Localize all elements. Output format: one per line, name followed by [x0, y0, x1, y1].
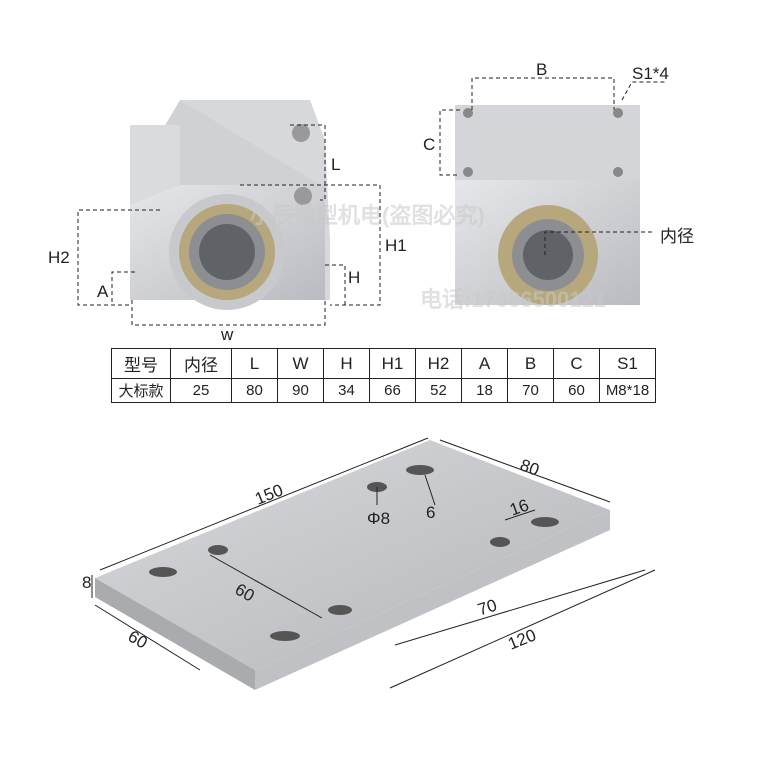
watermark-phone: 电话:17666500121: [420, 287, 606, 312]
header-cell: 型号: [111, 348, 171, 379]
bearing-block-right: [455, 105, 640, 305]
header-cell: W: [277, 348, 324, 379]
cell: 80: [231, 378, 278, 403]
dim-slot-width: 6: [426, 503, 436, 522]
cell: 52: [415, 378, 462, 403]
dim-C: C: [423, 135, 436, 154]
dim-plate-thickness: 8: [82, 573, 92, 592]
dim-H: H: [348, 268, 361, 287]
spec-table: 型号 内径 L W H H1 H2 A B C S1 大标款 25 80 90 …: [111, 348, 656, 403]
cell: M8*18: [599, 378, 656, 403]
cell: 18: [461, 378, 508, 403]
dim-H2: H2: [48, 248, 70, 267]
header-cell: 内径: [170, 348, 232, 379]
dim-S1: S1*4: [632, 64, 669, 83]
header-cell: L: [231, 348, 278, 379]
header-cell: H1: [369, 348, 416, 379]
cell: 90: [277, 378, 324, 403]
bearing-block-left: [130, 100, 330, 310]
plate-dimension-lines: [91, 437, 656, 689]
header-cell: A: [461, 348, 508, 379]
cell: 34: [323, 378, 370, 403]
base-plate: [95, 440, 610, 690]
dim-bore: 内径: [660, 227, 694, 246]
dim-B: B: [536, 60, 548, 79]
header-cell: C: [553, 348, 600, 379]
dim-H1: H1: [385, 236, 407, 255]
dimension-lines-right: [439, 77, 665, 255]
watermark-name: 小辰微型机电(盗图必究): [250, 203, 485, 228]
dim-A: A: [97, 282, 109, 301]
cell: 70: [507, 378, 554, 403]
dimension-lines-left: [77, 124, 381, 326]
header-cell: H2: [415, 348, 462, 379]
header-cell: S1: [599, 348, 656, 379]
table-row: 大标款 25 80 90 34 66 52 18 70 60 M8*18: [111, 378, 656, 403]
dim-W: w: [221, 325, 234, 344]
cell: 大标款: [111, 378, 171, 403]
cell: 66: [369, 378, 416, 403]
table-header-row: 型号 内径 L W H H1 H2 A B C S1: [111, 348, 656, 379]
cell: 25: [170, 378, 232, 403]
header-cell: B: [507, 348, 554, 379]
cell: 60: [553, 378, 600, 403]
dim-L: L: [331, 155, 341, 174]
dim-hole-dia: Φ8: [367, 509, 391, 528]
header-cell: H: [323, 348, 370, 379]
